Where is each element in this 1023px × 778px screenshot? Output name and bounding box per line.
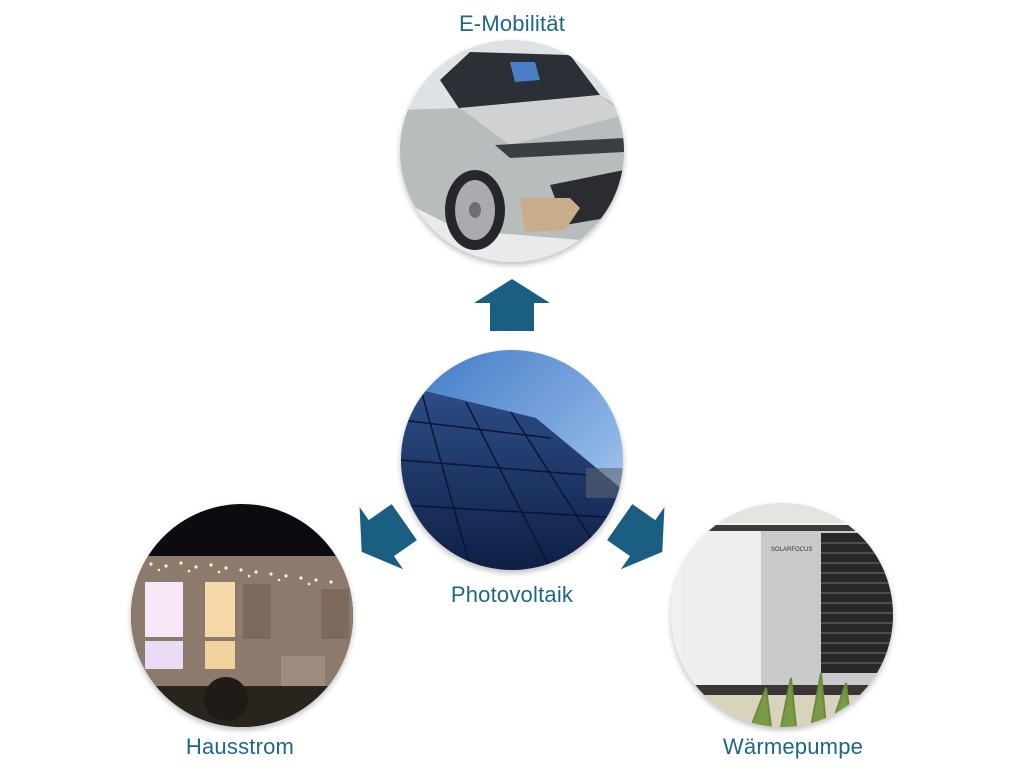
- hausstrom-image: [131, 504, 353, 727]
- waermepumpe-image: SOLARFOCUS: [671, 503, 893, 727]
- label-waermepumpe: Wärmepumpe: [722, 734, 864, 759]
- label-e-mobilitaet: E-Mobilität: [458, 11, 566, 36]
- brand-text: SOLARFOCUS: [771, 547, 812, 553]
- arrow-down-right-icon: [607, 504, 665, 570]
- electric-car-photo: [400, 40, 624, 262]
- arrow-to-hausstrom: [340, 491, 426, 583]
- arrow-to-waermepumpe: [598, 491, 684, 583]
- arrow-up-to-e-mobility: [474, 279, 550, 331]
- house-night-lights-photo: [131, 504, 353, 727]
- label-hausstrom: Hausstrom: [185, 734, 295, 759]
- photovoltaik-image: [401, 350, 623, 570]
- arrow-down-left-icon: [359, 504, 417, 570]
- solar-panels-photo: [401, 350, 623, 570]
- e-mobility-image: [400, 40, 624, 262]
- arrow-up-icon: [474, 279, 550, 331]
- label-photovoltaik: Photovoltaik: [450, 582, 574, 607]
- heat-pump-photo: SOLARFOCUS: [671, 503, 893, 727]
